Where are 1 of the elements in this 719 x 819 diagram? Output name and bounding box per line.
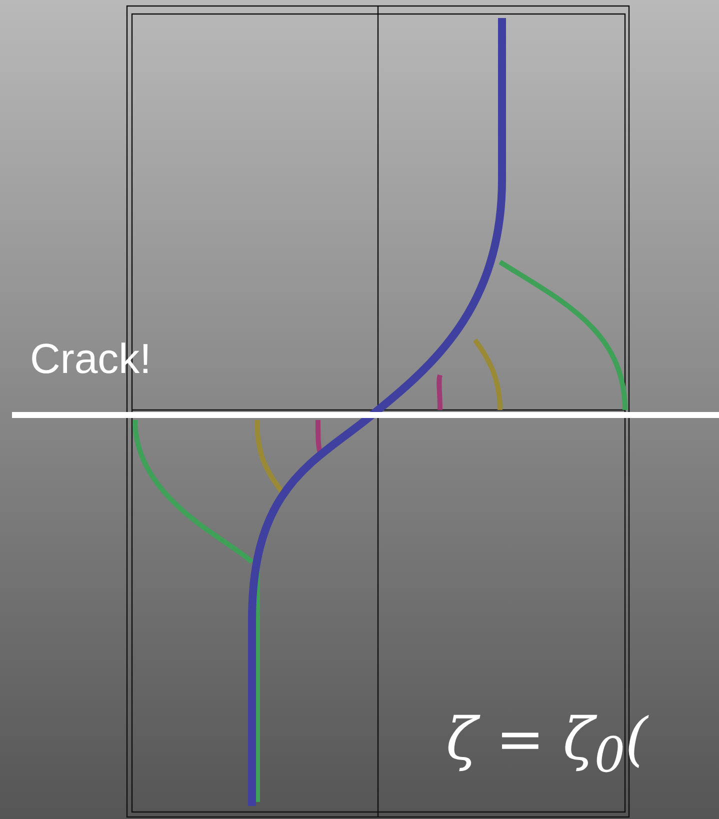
formula: ζ = ζ$_{0}$(	[446, 705, 648, 784]
